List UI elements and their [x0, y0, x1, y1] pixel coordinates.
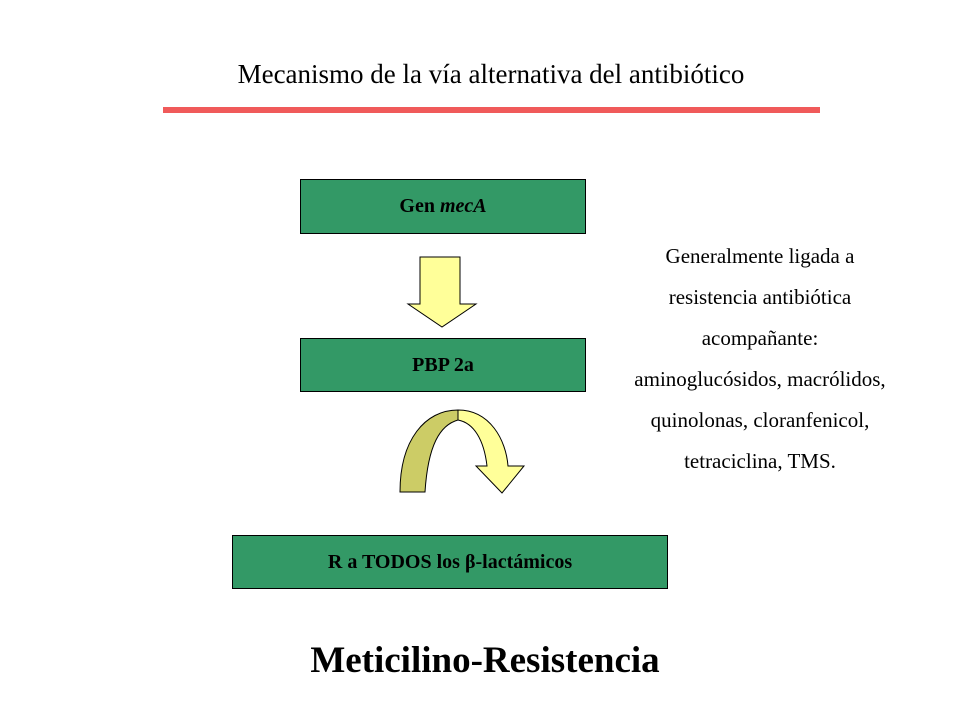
curved-arrow-icon — [457, 409, 526, 494]
gene-meca-box: Gen mecA — [300, 179, 586, 234]
side-note: Generalmente ligada a resistencia antibi… — [634, 244, 886, 473]
pbp2a-label: PBP 2a — [412, 353, 474, 376]
footer-heading: Meticilino-Resistencia — [310, 640, 660, 681]
gene-label-prefix: Gen — [399, 195, 440, 217]
down-arrow-icon — [406, 256, 478, 328]
pbp2a-box: PBP 2a — [300, 338, 586, 392]
resistance-box: R a TODOS los β-lactámicos — [232, 535, 668, 589]
title-underline — [163, 107, 820, 113]
page-title: Mecanismo de la vía alternativa del anti… — [237, 59, 745, 89]
curved-arrow-shade — [399, 409, 459, 493]
resistance-label: R a TODOS los β-lactámicos — [327, 550, 573, 573]
gene-name: mecA — [439, 195, 487, 217]
